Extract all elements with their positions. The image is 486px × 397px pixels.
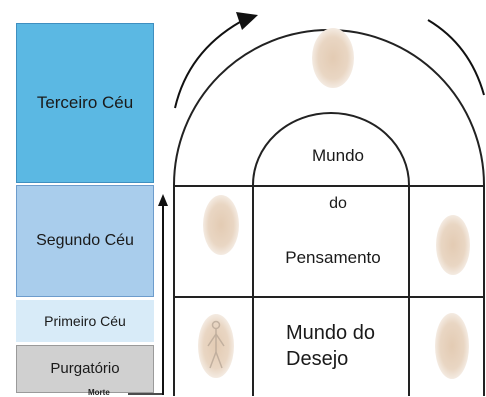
mundo-pensamento-line2: do bbox=[329, 195, 347, 212]
mundo-pensamento-line3: Pensamento bbox=[285, 248, 381, 267]
aura-left-upper bbox=[203, 195, 239, 255]
purgatorio-label: Purgatório bbox=[50, 360, 120, 378]
terceiro-ceu-box: Terceiro Céu bbox=[16, 23, 154, 183]
mundo-desejo-label: Mundo do Desejo bbox=[286, 322, 375, 370]
aura-right-lower bbox=[435, 313, 469, 379]
cycle-arrow-left bbox=[174, 21, 241, 109]
segundo-ceu-box: Segundo Céu bbox=[16, 185, 154, 297]
purgatorio-box: Purgatório bbox=[16, 345, 154, 393]
mundo-pensamento-line1: Mundo bbox=[312, 146, 364, 165]
morte-label: Morte bbox=[88, 388, 110, 397]
cycle-arrowhead bbox=[236, 12, 258, 30]
aura-right-upper bbox=[436, 215, 470, 275]
cycle-arrow-right bbox=[427, 19, 485, 96]
primeiro-ceu-label: Primeiro Céu bbox=[44, 312, 126, 329]
terceiro-ceu-label: Terceiro Céu bbox=[36, 92, 134, 112]
inner-dome bbox=[252, 112, 410, 186]
primeiro-ceu-box: Primeiro Céu bbox=[16, 300, 154, 342]
physical-body-figure bbox=[207, 320, 225, 369]
aura-top-figure bbox=[312, 28, 354, 88]
ascent-arrowhead bbox=[158, 194, 168, 206]
segundo-ceu-label: Segundo Céu bbox=[36, 231, 134, 249]
